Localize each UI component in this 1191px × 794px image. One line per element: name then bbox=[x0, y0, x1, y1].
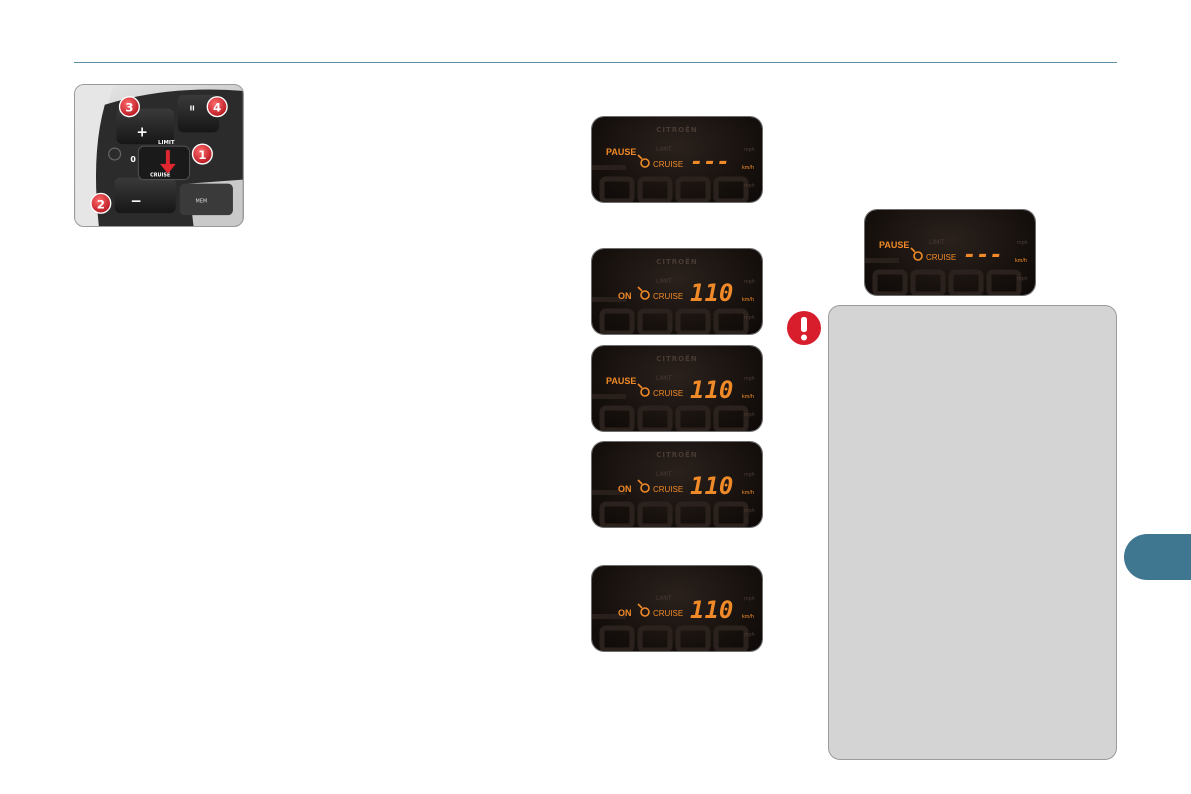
brand-label: CITROËN bbox=[656, 125, 698, 134]
svg-text:3: 3 bbox=[125, 101, 133, 115]
unit-alt-label: mph bbox=[1017, 276, 1028, 282]
unit-alt-label: mph bbox=[744, 596, 755, 602]
cluster-display-pause-110: CITROËN PAUSE LIMIT CRUISE 110 km/h mph mph bbox=[592, 346, 762, 431]
minus-label: − bbox=[130, 193, 142, 209]
cruise-mode-label: CRUISE bbox=[926, 253, 956, 262]
set-speed-value: 110 bbox=[690, 279, 733, 307]
cruise-state-label: ON bbox=[618, 291, 632, 301]
set-speed-value: 110 bbox=[690, 472, 733, 500]
unit-alt-label: mph bbox=[744, 632, 755, 638]
set-speed-value: 110 bbox=[690, 596, 733, 624]
mem-button[interactable] bbox=[179, 183, 233, 216]
speedometer-icon bbox=[640, 158, 650, 168]
steering-controls-photo: + II − LIMIT CRUISE 0 MEM 3 4 1 2 bbox=[74, 84, 244, 227]
unit-alt-label: mph bbox=[1017, 240, 1028, 246]
mode-selector[interactable] bbox=[137, 145, 191, 181]
limit-label: LIMIT bbox=[929, 239, 945, 246]
cruise-mode-label: CRUISE bbox=[653, 609, 683, 618]
callout-badge-1: 1 bbox=[191, 143, 213, 165]
minus-button[interactable] bbox=[114, 177, 176, 214]
speedometer-icon bbox=[108, 147, 122, 161]
mem-label: MEM bbox=[195, 198, 207, 204]
unit-label: km/h bbox=[742, 297, 754, 303]
unit-label: km/h bbox=[742, 394, 754, 400]
unit-alt-label: mph bbox=[744, 183, 755, 189]
brand-label: CITROËN bbox=[656, 354, 698, 363]
callout-badge-4: 4 bbox=[206, 96, 228, 118]
cruise-state-label: ON bbox=[618, 608, 632, 618]
zero-label: 0 bbox=[130, 155, 136, 164]
set-speed-value: --- bbox=[690, 150, 730, 175]
header-rule bbox=[74, 62, 1117, 63]
brand-label: CITROËN bbox=[656, 450, 698, 459]
speedometer-icon bbox=[640, 483, 650, 493]
limit-label: LIMIT bbox=[656, 375, 672, 382]
svg-text:4: 4 bbox=[213, 101, 221, 115]
cruise-mode-label: CRUISE bbox=[653, 292, 683, 301]
cruise-state-label: ON bbox=[618, 484, 632, 494]
unit-alt-label: mph bbox=[744, 147, 755, 153]
warning-panel bbox=[828, 305, 1117, 760]
svg-text:1: 1 bbox=[198, 148, 206, 162]
speedometer-icon bbox=[913, 251, 923, 261]
cruise-state-label: PAUSE bbox=[606, 147, 636, 157]
unit-alt-label: mph bbox=[744, 315, 755, 321]
cruise-label: CRUISE bbox=[150, 173, 170, 179]
exclamation-icon bbox=[787, 311, 821, 345]
cruise-state-label: PAUSE bbox=[606, 376, 636, 386]
unit-alt-label: mph bbox=[744, 376, 755, 382]
cluster-display-on-110-second: CITROËN ON LIMIT CRUISE 110 km/h mph mph bbox=[592, 442, 762, 527]
cruise-state-label: PAUSE bbox=[879, 240, 909, 250]
limit-label: LIMIT bbox=[656, 595, 672, 602]
pause-label: II bbox=[190, 105, 195, 113]
set-speed-value: 110 bbox=[690, 376, 733, 404]
speedometer-icon bbox=[640, 607, 650, 617]
unit-alt-label: mph bbox=[744, 508, 755, 514]
speedometer-icon bbox=[640, 290, 650, 300]
cluster-display-on-110: CITROËN ON LIMIT CRUISE 110 km/h mph mph bbox=[592, 249, 762, 334]
unit-label: km/h bbox=[742, 614, 754, 620]
callout-badge-2: 2 bbox=[90, 192, 112, 214]
unit-label: km/h bbox=[742, 165, 754, 171]
unit-alt-label: mph bbox=[744, 412, 755, 418]
limit-label: LIMIT bbox=[656, 471, 672, 478]
plus-button[interactable] bbox=[116, 108, 174, 145]
callout-badge-3: 3 bbox=[118, 96, 140, 118]
unit-label: km/h bbox=[742, 490, 754, 496]
cluster-display-pause-unset: CITROËN PAUSE LIMIT CRUISE --- km/h mph mph bbox=[592, 117, 762, 202]
brand-label: CITROËN bbox=[656, 257, 698, 266]
limit-label: LIMIT bbox=[656, 278, 672, 285]
wheel-rim bbox=[75, 85, 115, 226]
cruise-mode-label: CRUISE bbox=[653, 160, 683, 169]
limit-label: LIMIT bbox=[656, 146, 672, 153]
steering-controls-illustration: + II − LIMIT CRUISE 0 MEM 3 4 1 2 bbox=[75, 85, 243, 226]
cruise-mode-label: CRUISE bbox=[653, 389, 683, 398]
limit-label: LIMIT bbox=[158, 140, 175, 146]
cluster-display-on-110-flashing: ON LIMIT CRUISE 110 km/h mph mph bbox=[592, 566, 762, 651]
set-speed-value: --- bbox=[963, 243, 1003, 268]
cruise-mode-label: CRUISE bbox=[653, 485, 683, 494]
speedometer-icon bbox=[640, 387, 650, 397]
unit-alt-label: mph bbox=[744, 472, 755, 478]
arrow-down-icon bbox=[159, 150, 176, 174]
chapter-tab[interactable] bbox=[1124, 534, 1191, 580]
unit-alt-label: mph bbox=[744, 279, 755, 285]
cluster-display-pause-blank: PAUSE LIMIT CRUISE --- km/h mph mph bbox=[865, 210, 1035, 295]
svg-text:2: 2 bbox=[97, 197, 105, 211]
unit-label: km/h bbox=[1015, 258, 1027, 264]
plus-label: + bbox=[136, 124, 148, 140]
